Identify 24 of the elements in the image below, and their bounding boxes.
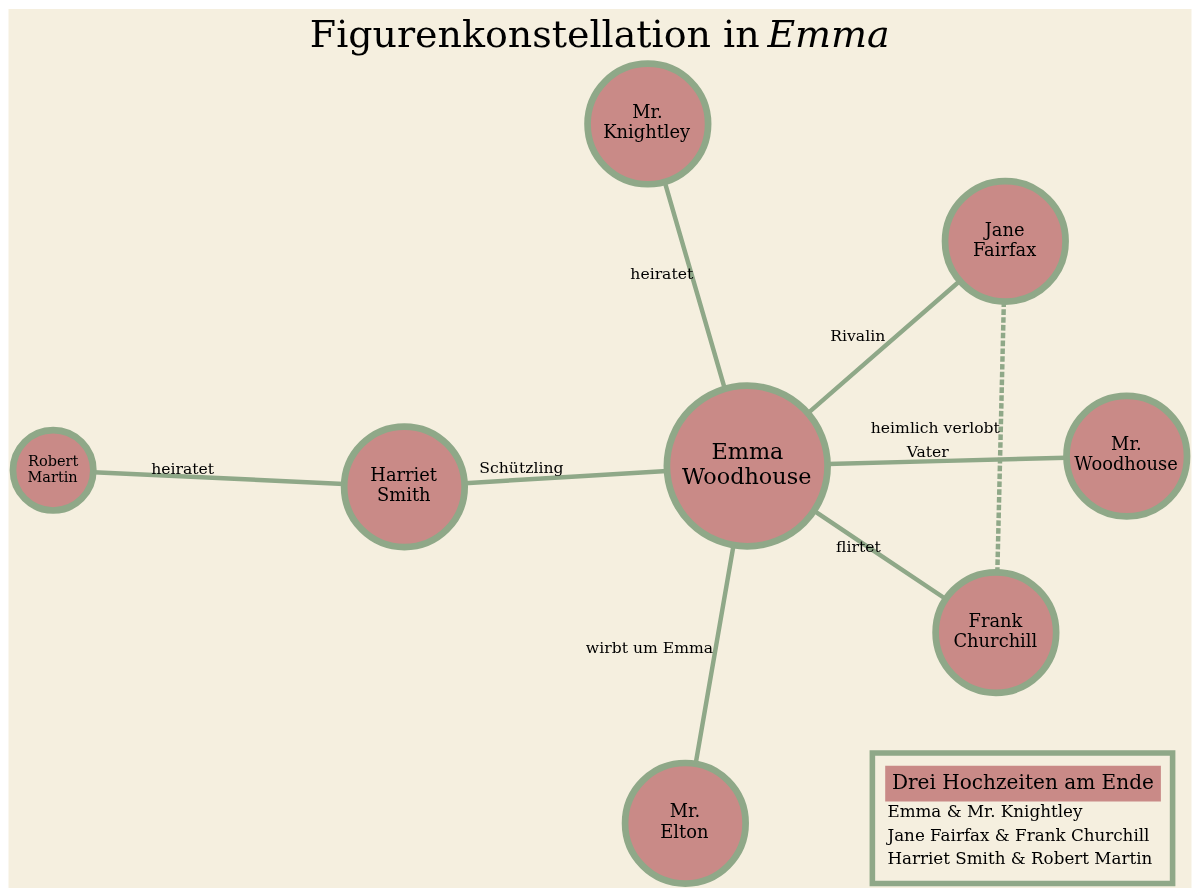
connector bbox=[806, 278, 962, 415]
node-circle: Emma Woodhouse bbox=[663, 381, 831, 550]
node-box: Drei Hochzeiten am Ende Emma & Mr. Knightley Jane Fairfax & Frank Churchill Harriet Smith & Robert Martin bbox=[869, 749, 1176, 886]
edge-label: heiratet bbox=[630, 264, 694, 283]
edge-label: Rivalin bbox=[830, 326, 886, 345]
node-circle: Robert Martin bbox=[9, 426, 97, 514]
edge-label: Schützling bbox=[479, 458, 564, 477]
node-circle: Mr. Woodhouse bbox=[1063, 392, 1191, 520]
connector bbox=[995, 301, 1007, 572]
edge-label: wirbt um Emma bbox=[585, 638, 714, 657]
connector bbox=[464, 468, 667, 485]
node-circle: Mr. Elton bbox=[621, 759, 749, 887]
edge-label: heiratet bbox=[151, 459, 215, 478]
node-circle: Jane Fairfax bbox=[941, 177, 1069, 305]
node-circle: Harriet Smith bbox=[340, 422, 469, 550]
connector bbox=[812, 508, 948, 601]
connector bbox=[662, 181, 727, 389]
edge-label: flirtet bbox=[836, 537, 881, 556]
diagram-title: Figurenkonstellation in Emma bbox=[309, 11, 890, 56]
edge-label: Vater bbox=[906, 442, 949, 461]
edge-label: heimlich verlobt bbox=[870, 418, 1000, 437]
connector bbox=[827, 455, 1067, 466]
node-circle: Frank Churchill bbox=[932, 568, 1060, 696]
node-circle: Mr. Knightley bbox=[584, 59, 712, 188]
